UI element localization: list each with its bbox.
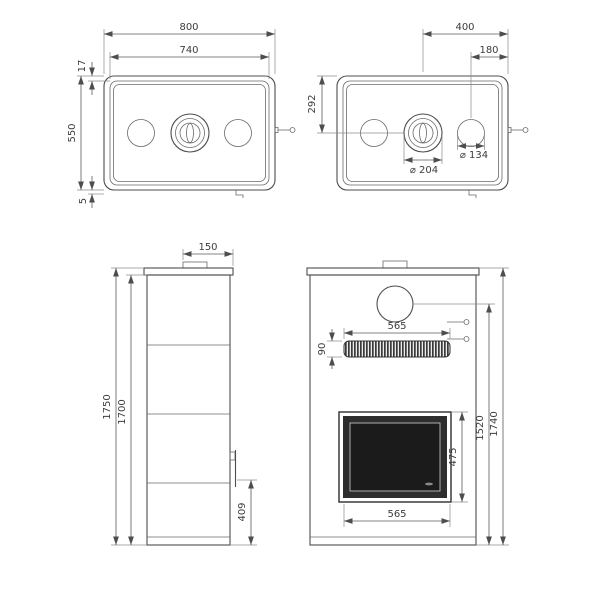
latch-detail <box>468 190 477 198</box>
stove-body-front <box>309 274 477 546</box>
dim-1700: 1700 <box>117 274 147 545</box>
dim-400: 400 <box>422 22 509 74</box>
dim-740-label: 740 <box>179 45 198 56</box>
dim-475-label: 475 <box>448 447 459 466</box>
stove-top-inner-edge <box>109 80 270 186</box>
hotplate-left <box>127 119 155 147</box>
dim-565-grille: 565 <box>343 321 451 339</box>
dim-flue-diameter: ⌀ 204 <box>403 136 443 176</box>
dim-550: 550 <box>67 75 104 191</box>
door-outer-frame <box>338 411 452 503</box>
dim-1700-label: 1700 <box>117 399 128 424</box>
hotplate-right <box>224 119 252 147</box>
dim-565-glass: 565 <box>343 504 451 527</box>
flue-outlet-inner <box>412 122 434 144</box>
stove-top-outer-edge <box>103 75 276 191</box>
stove-body-side <box>146 274 231 546</box>
dim-90: 90 <box>317 329 342 369</box>
dim-134-label: ⌀ 134 <box>460 150 488 161</box>
flue-outlet-inner <box>179 122 201 144</box>
dim-17-label: 17 <box>77 60 88 73</box>
dim-5: 5 <box>78 176 104 208</box>
flue-outlet-outer <box>403 113 443 153</box>
flue-collar-side <box>182 261 208 269</box>
top-plate-front <box>306 267 480 276</box>
dim-180: 180 <box>470 45 508 118</box>
dim-400-label: 400 <box>455 22 474 33</box>
dim-5-label: 5 <box>78 198 89 204</box>
dim-565-glass-label: 565 <box>387 509 406 520</box>
door-glass <box>349 422 441 492</box>
dim-292-label: 292 <box>307 94 318 113</box>
handle-knob <box>522 127 529 133</box>
dim-150: 150 <box>182 242 234 266</box>
dim-180-label: 180 <box>479 45 498 56</box>
dim-550-label: 550 <box>67 123 78 142</box>
dim-17: 17 <box>77 60 110 95</box>
flue-damper <box>186 123 194 143</box>
dim-565-grille-label: 565 <box>387 321 406 332</box>
hotplate-right <box>457 119 485 147</box>
top-plate-side <box>143 267 234 276</box>
front-view: 565 90 475 565 1520 <box>306 260 509 546</box>
flue-outlet-mid <box>175 118 205 148</box>
flue-opening-front <box>376 285 414 323</box>
dim-204-label: ⌀ 204 <box>410 165 438 176</box>
dim-740: 740 <box>109 45 270 79</box>
stove-top-inner-edge-2 <box>113 84 266 182</box>
air-control-knob <box>463 336 470 342</box>
dim-150-label: 150 <box>198 242 217 253</box>
top-view-right: 400 180 292 ⌀ 204 ⌀ 134 <box>307 22 529 198</box>
flue-outlet-outer <box>170 113 210 153</box>
flue-damper <box>419 123 427 143</box>
dim-1750: 1750 <box>102 267 147 546</box>
dim-409: 409 <box>230 479 257 546</box>
handle-knob <box>289 127 296 133</box>
flue-collar-front <box>382 260 408 269</box>
dim-1520-label: 1520 <box>475 415 486 440</box>
latch-detail <box>235 190 244 198</box>
dim-800-label: 800 <box>179 22 198 33</box>
dim-hotplate-diameter: ⌀ 134 <box>457 135 488 161</box>
dim-1740: 1740 <box>479 267 509 545</box>
dim-1750-label: 1750 <box>102 394 113 419</box>
air-control-knob <box>463 319 470 325</box>
dim-800: 800 <box>103 22 276 74</box>
dim-90-label: 90 <box>317 343 328 356</box>
door-handle-bracket <box>229 451 236 461</box>
dim-409-label: 409 <box>237 502 248 521</box>
dim-1740-label: 1740 <box>489 411 500 436</box>
dim-292: 292 <box>307 75 404 134</box>
side-view: 150 1750 1700 409 <box>102 242 257 546</box>
flue-outlet-mid <box>408 118 438 148</box>
dim-1520: 1520 <box>413 303 509 546</box>
top-view-left: 800 740 17 550 5 <box>67 22 296 208</box>
convection-grille <box>343 340 451 358</box>
window-logo-mark <box>425 482 433 486</box>
dim-475: 475 <box>448 411 468 503</box>
